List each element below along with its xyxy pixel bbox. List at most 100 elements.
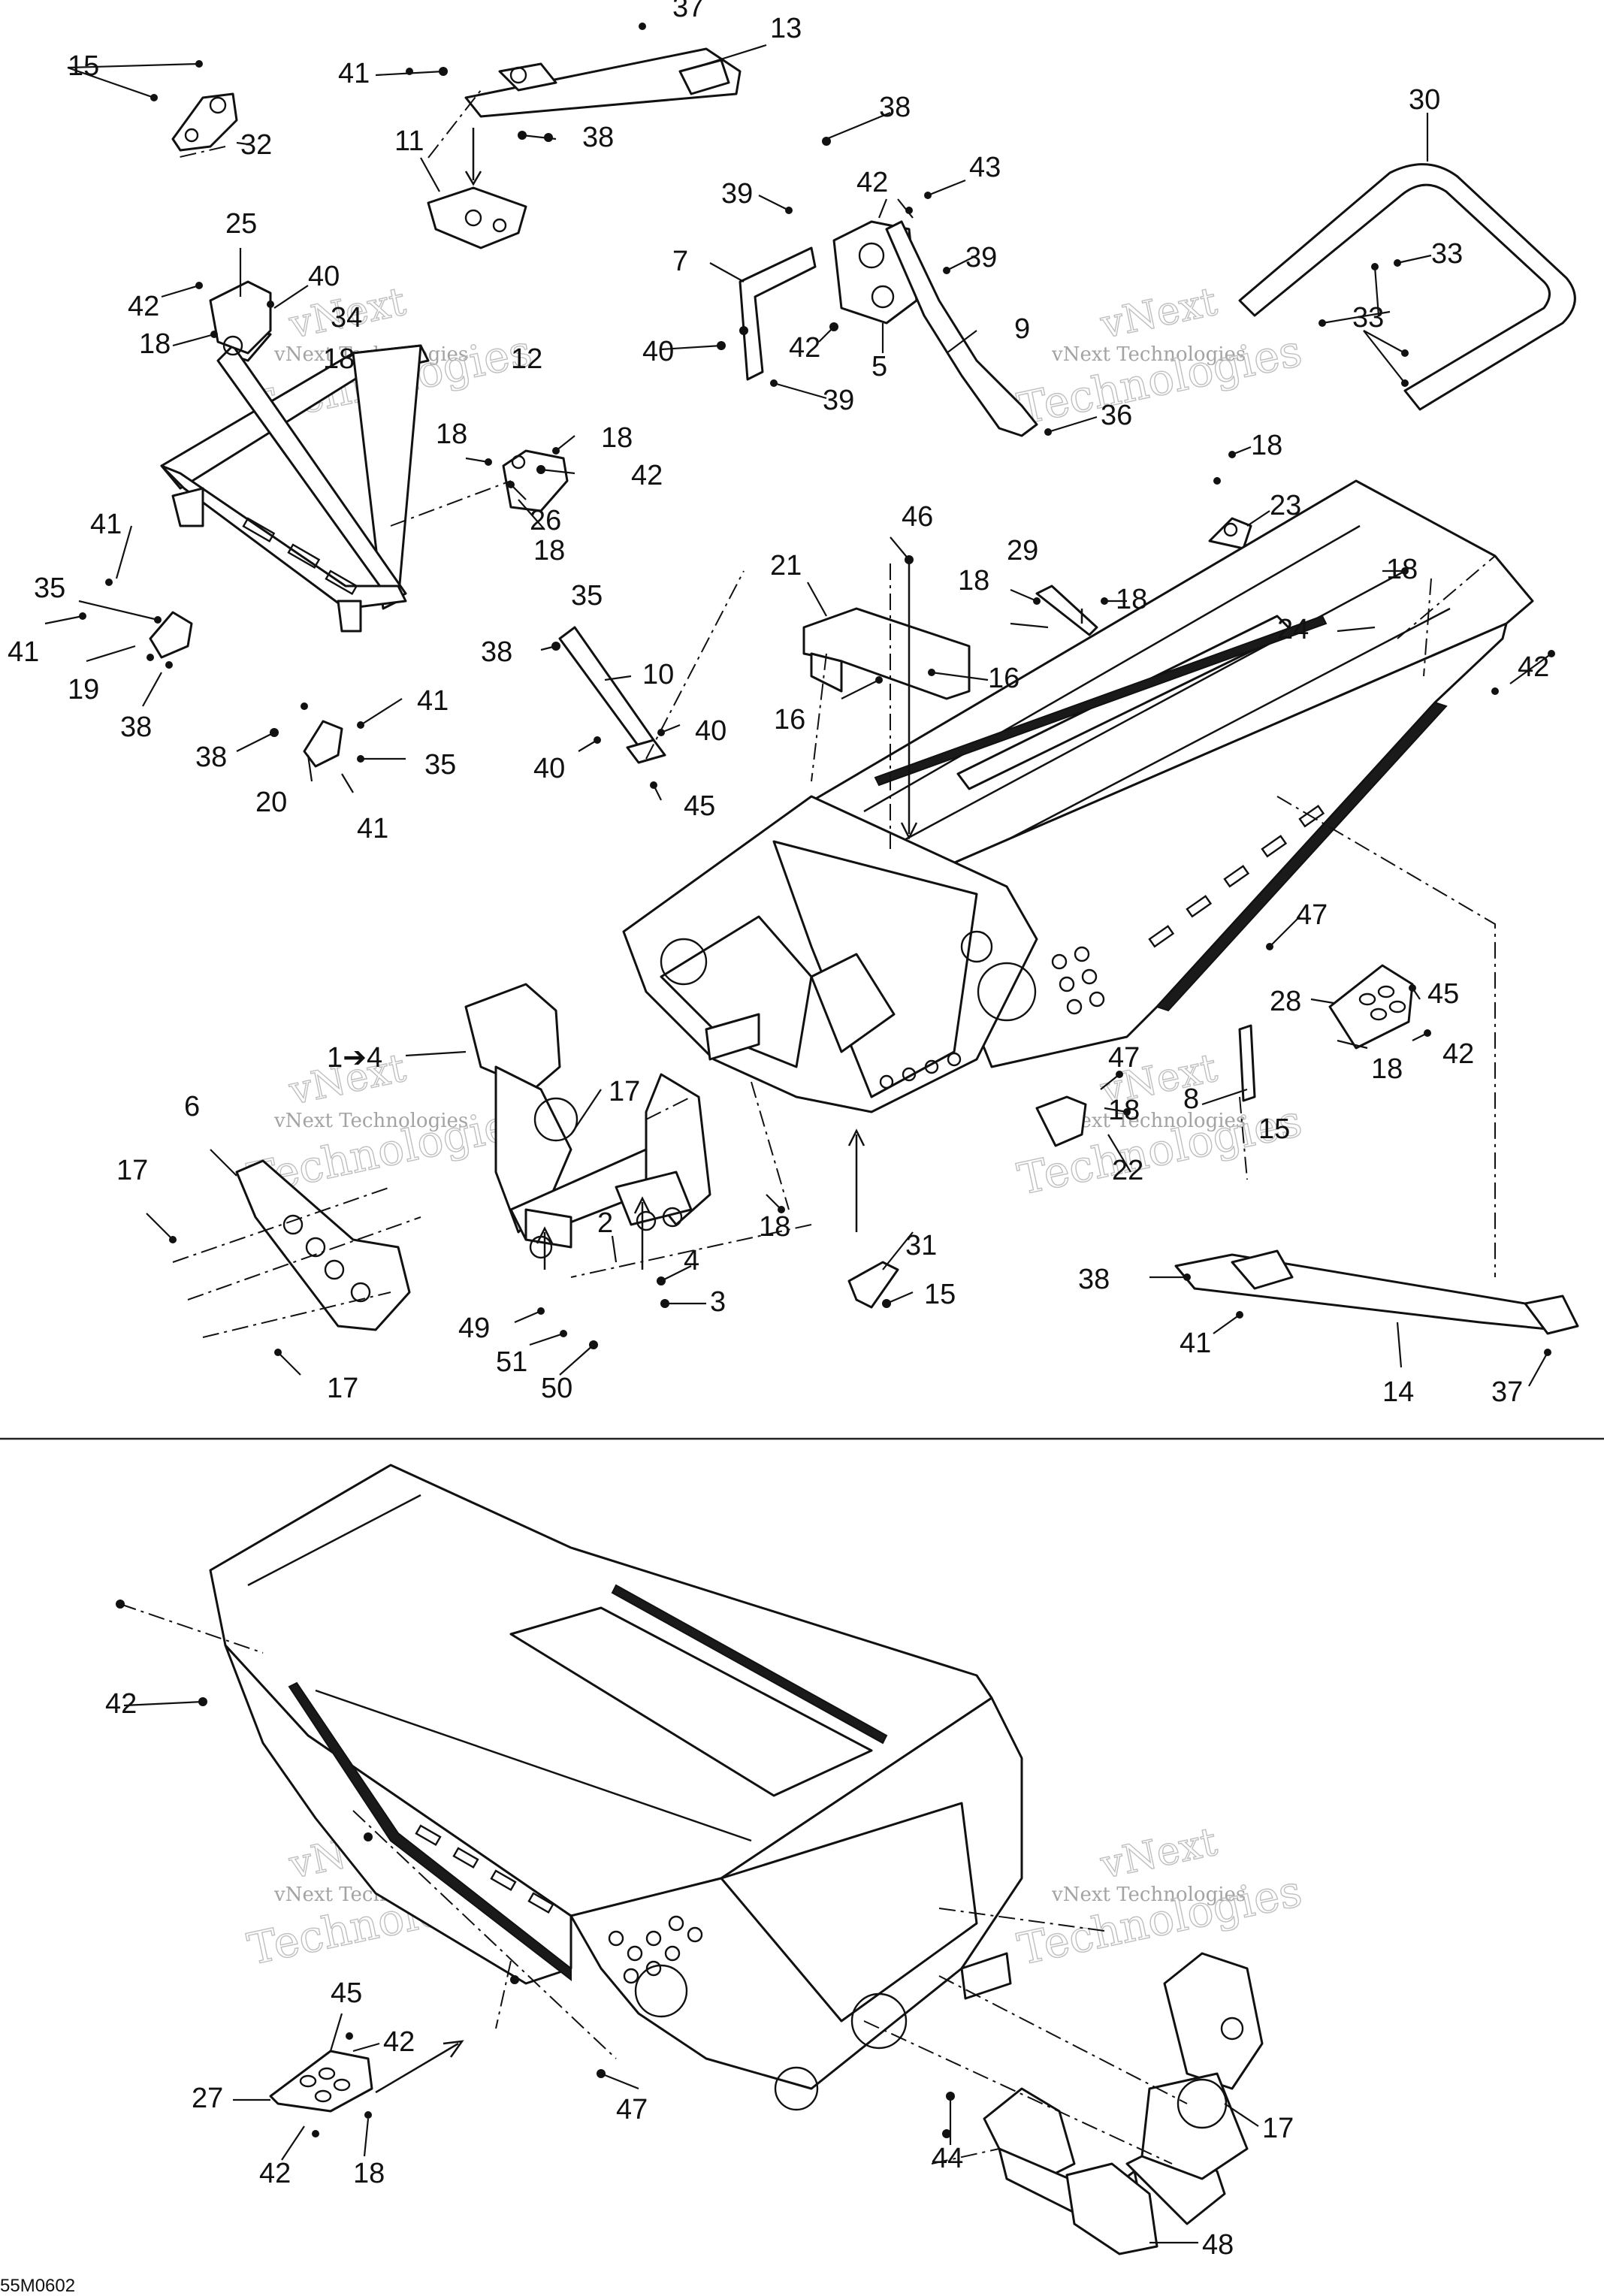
callout-1-4: 1➔4 <box>327 1042 382 1074</box>
callout-40: 40 <box>308 261 340 292</box>
callout-46: 46 <box>902 501 933 533</box>
part-13-cross-tube <box>464 47 742 118</box>
drawing-code: 55M0602 <box>0 2276 75 2296</box>
leader-lines <box>44 44 1552 2165</box>
callout-45: 45 <box>1427 978 1459 1010</box>
callout-28: 28 <box>1270 986 1301 1017</box>
callout-21: 21 <box>770 550 802 582</box>
callout-24: 24 <box>1277 614 1309 645</box>
callout-44: 44 <box>932 2143 963 2174</box>
part-19-bracket <box>149 611 193 659</box>
callout-39: 39 <box>823 385 854 416</box>
part-30-grab-handle <box>1238 163 1576 411</box>
callout-18: 18 <box>1371 1053 1403 1085</box>
callout-17: 17 <box>327 1373 358 1404</box>
callout-42: 42 <box>259 2158 291 2189</box>
part-23-bracket <box>1208 517 1252 550</box>
part-32-bracket <box>171 92 238 152</box>
callout-18: 18 <box>353 2158 385 2189</box>
callout-32: 32 <box>240 129 272 161</box>
callout-18: 18 <box>533 535 565 566</box>
perforation-pattern <box>608 1915 703 1984</box>
callout-40: 40 <box>695 715 726 747</box>
callout-50: 50 <box>541 1373 572 1404</box>
callout-39: 39 <box>721 178 753 210</box>
callout-31: 31 <box>905 1230 937 1261</box>
callout-48: 48 <box>1202 2229 1234 2261</box>
perforation-pattern <box>879 946 1105 1089</box>
callout-38: 38 <box>481 636 512 668</box>
callout-35: 35 <box>424 749 456 781</box>
part-20-bracket <box>303 720 343 768</box>
callout-47: 47 <box>616 2094 648 2125</box>
callout-36: 36 <box>1101 400 1132 431</box>
callout-18: 18 <box>323 343 355 375</box>
watermark-text: Technologies <box>1013 325 1306 434</box>
part-10-rod <box>558 626 666 764</box>
callout-51: 51 <box>496 1346 527 1378</box>
callout-41: 41 <box>8 636 39 668</box>
callout-27: 27 <box>192 2083 223 2114</box>
callout-38: 38 <box>195 742 227 773</box>
callout-17: 17 <box>1262 2113 1294 2144</box>
callout-42: 42 <box>128 291 159 322</box>
part-26-bracket <box>502 449 569 512</box>
callout-42: 42 <box>383 2026 415 2058</box>
callout-45: 45 <box>331 1977 362 2009</box>
callout-33: 33 <box>1431 238 1463 270</box>
callout-22: 22 <box>1112 1155 1143 1186</box>
callout-15: 15 <box>68 50 99 82</box>
callout-15: 15 <box>1258 1113 1290 1145</box>
callout-49: 49 <box>458 1313 490 1344</box>
callout-35: 35 <box>571 580 603 612</box>
callout-16: 16 <box>988 663 1019 694</box>
part-1-4-suspension-bracket <box>464 983 711 1259</box>
callout-42: 42 <box>1442 1038 1474 1070</box>
callout-38: 38 <box>1078 1264 1110 1295</box>
leader-lines-bottom <box>123 1700 1259 2244</box>
part-22-bracket <box>1035 1095 1087 1147</box>
watermark-text: vNext Technologies <box>273 1110 468 1132</box>
watermark-text: vNext <box>1096 1820 1221 1888</box>
part-28-footrest <box>1328 964 1414 1050</box>
callout-20: 20 <box>255 787 287 818</box>
callout-15: 15 <box>924 1279 956 1310</box>
part-27-footrest <box>269 2050 373 2113</box>
part-14-cross-tube <box>1174 1249 1579 1335</box>
callout-23: 23 <box>1270 490 1301 521</box>
main-tunnel-bottom <box>209 1464 1023 2111</box>
callout-9: 9 <box>1014 313 1030 345</box>
part-25-bracket <box>209 280 272 356</box>
callout-25: 25 <box>225 208 257 240</box>
callout-35: 35 <box>34 572 65 604</box>
callout-30: 30 <box>1409 84 1440 116</box>
callout-18: 18 <box>958 565 989 597</box>
callout-43: 43 <box>969 152 1001 183</box>
watermark-text: vNext Technologies <box>1051 1884 1246 1906</box>
callout-37: 37 <box>672 0 704 23</box>
callout-13: 13 <box>770 13 802 44</box>
callout-11: 11 <box>394 125 424 157</box>
callout-18: 18 <box>1386 554 1418 585</box>
callout-47: 47 <box>1108 1042 1140 1074</box>
callout-labels: 15 32 41 37 13 38 11 25 40 42 34 18 18 1… <box>8 0 1549 2261</box>
callout-6: 6 <box>184 1091 200 1122</box>
callout-12: 12 <box>511 343 542 375</box>
assembly-arrows <box>375 128 1083 2094</box>
callout-10: 10 <box>642 659 674 690</box>
callout-38: 38 <box>120 711 152 743</box>
callout-41: 41 <box>90 509 122 540</box>
callout-3: 3 <box>710 1286 726 1318</box>
callout-38: 38 <box>582 122 614 153</box>
callout-41: 41 <box>357 813 388 844</box>
callout-33: 33 <box>1352 302 1384 334</box>
callout-41: 41 <box>417 685 449 717</box>
callout-17: 17 <box>116 1155 148 1186</box>
watermark-text: vNext Technologies <box>1051 343 1246 366</box>
callout-29: 29 <box>1007 535 1038 566</box>
callout-37: 37 <box>1491 1376 1523 1408</box>
callout-39: 39 <box>965 242 997 273</box>
callout-40: 40 <box>642 336 674 367</box>
callout-2: 2 <box>597 1207 613 1239</box>
